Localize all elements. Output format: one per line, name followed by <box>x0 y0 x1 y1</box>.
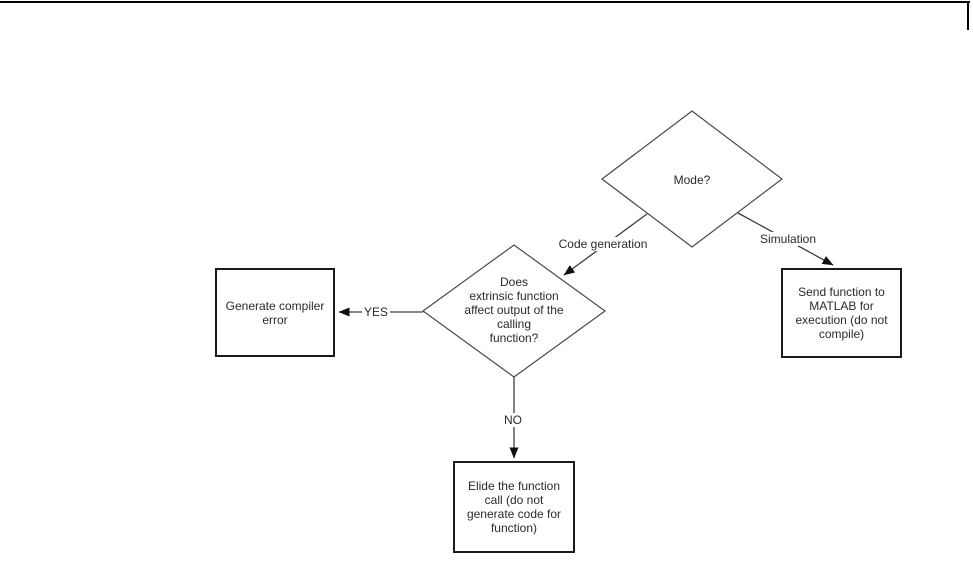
edge-label-yes: YES <box>361 305 391 319</box>
decision-extrinsic-shape <box>421 244 607 378</box>
process-generate-compiler-error: Generate compiler error <box>215 268 335 357</box>
process-elide-function-call: Elide the function call (do not generate… <box>453 461 575 553</box>
decision-extrinsic-label: Does extrinsic function affect output of… <box>464 275 564 345</box>
page-border-right <box>967 1 969 30</box>
edge-label-code-generation: Code generation <box>556 237 650 251</box>
edge-label-simulation: Simulation <box>757 232 819 246</box>
page-border-top <box>0 1 970 3</box>
decision-mode-shape <box>601 110 783 248</box>
edge-label-no: NO <box>502 413 524 427</box>
decision-mode-label: Mode? <box>673 173 711 187</box>
process-send-function-to-matlab: Send function to MATLAB for execution (d… <box>781 268 902 358</box>
